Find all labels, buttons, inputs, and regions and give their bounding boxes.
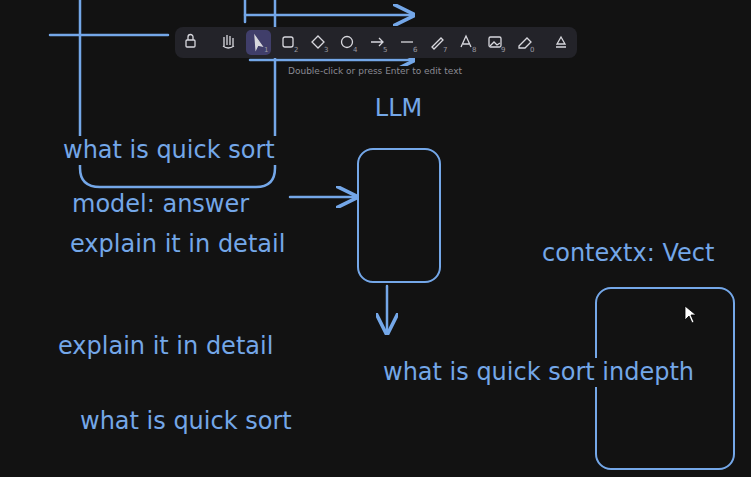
box-heading: LLM (375, 94, 422, 123)
input-arrow (290, 196, 356, 199)
shortcut-number: 6 (413, 47, 417, 54)
sketch-line (244, 0, 247, 22)
output-arrow (386, 286, 389, 333)
process-box: LLM (357, 148, 441, 283)
output-text: what is quick sort indepth (381, 358, 696, 387)
shortcut-number: 3 (324, 47, 328, 54)
note-text: what is quick sort (61, 136, 277, 165)
shortcut-number: 5 (383, 47, 387, 54)
note-text: what is quick sort (78, 407, 294, 436)
shortcut-number: 9 (501, 47, 505, 54)
sketch-line (50, 34, 168, 37)
hint-text: Double-click or press Enter to edit text (286, 66, 464, 77)
shortcut-number: 7 (443, 47, 447, 54)
shortcut-number: 1 (264, 47, 268, 54)
note-text: model: answer (70, 190, 251, 219)
toolbar (175, 27, 696, 323)
note-text: explain it in detail (68, 230, 287, 259)
mouse-cursor (685, 306, 696, 323)
shortcut-number: 4 (353, 47, 357, 54)
shortcut-number: 2 (294, 47, 298, 54)
sketch-arrow (245, 14, 413, 17)
box-heading: contextx: Vect (542, 239, 714, 268)
note-text: explain it in detail (56, 332, 275, 361)
shortcut-number: 8 (472, 47, 476, 54)
sketch-arrow (250, 59, 413, 62)
shortcut-number: 0 (530, 47, 534, 54)
